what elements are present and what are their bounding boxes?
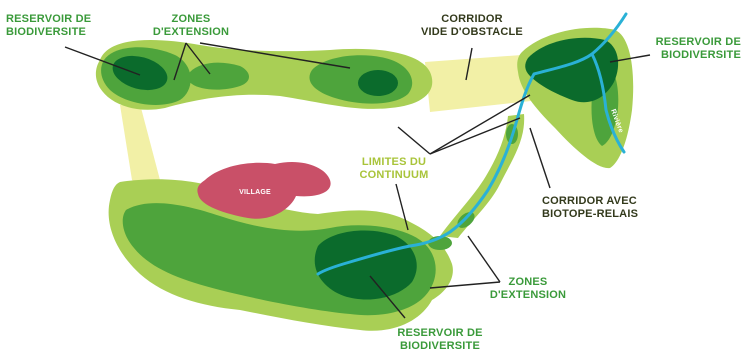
leader-limites-a [397, 126, 431, 155]
leader-corridor-top [465, 47, 473, 81]
leader-reservoir-bottom [369, 275, 406, 319]
leader-zones-top-c [199, 42, 351, 69]
leader-reservoir-top-right [609, 54, 651, 63]
leader-lines [64, 42, 651, 319]
river-tributary [590, 52, 626, 154]
corridor-vide-d-obstacle [425, 54, 540, 112]
reservoir-top-left [112, 55, 168, 91]
top-center-mid-green [187, 62, 249, 90]
label-reservoir-top-left-l1: RESERVOIR DE [6, 13, 91, 25]
leader-reservoir-top-left [64, 46, 141, 76]
leader-corridor-avec [529, 127, 551, 189]
label-corridor-top-l2: VIDE D'OBSTACLE [421, 26, 523, 38]
label-zones-bottom-l2: D'EXTENSION [490, 289, 566, 301]
label-zones-top-l1: ZONES [172, 13, 211, 25]
label-reservoir-top-left-l2: BIODIVERSITE [6, 26, 86, 38]
label-reservoir-bottom-l2: BIODIVERSITE [400, 340, 480, 352]
label-corridor-avec-l2: BIOTOPE-RELAIS [542, 208, 638, 220]
label-village: VILLAGE [239, 189, 271, 196]
label-reservoir-top-right-l1: RESERVOIR DE [656, 36, 741, 48]
label-reservoir-top-right-l2: BIODIVERSITE [661, 49, 741, 61]
village-area [197, 161, 331, 219]
label-limites-l2: CONTINUUM [359, 169, 428, 181]
label-limites-l1: LIMITES DU [362, 156, 426, 168]
river [316, 12, 628, 276]
leader-limites-d [395, 183, 409, 231]
label-corridor-top-l1: CORRIDOR [441, 13, 503, 25]
label-zones-top-l2: D'EXTENSION [153, 26, 229, 38]
leader-zones-bottom-b [429, 281, 501, 289]
corridor-biotope-relais [440, 114, 525, 238]
label-corridor-avec-l1: CORRIDOR AVEC [542, 195, 637, 207]
leader-limites-c [429, 94, 531, 155]
reservoir-bottom [314, 230, 417, 300]
label-reservoir-bottom-l1: RESERVOIR DE [397, 327, 482, 339]
leader-zones-bottom-a [467, 235, 501, 283]
label-zones-bottom-l1: ZONES [509, 276, 548, 288]
leader-limites-b [429, 117, 521, 155]
leader-zones-top-b [185, 42, 211, 75]
leader-zones-top-a [173, 42, 187, 81]
reservoir-top-right [525, 37, 619, 103]
continuum-link-left [120, 104, 160, 190]
reservoir-top-center [358, 70, 398, 96]
